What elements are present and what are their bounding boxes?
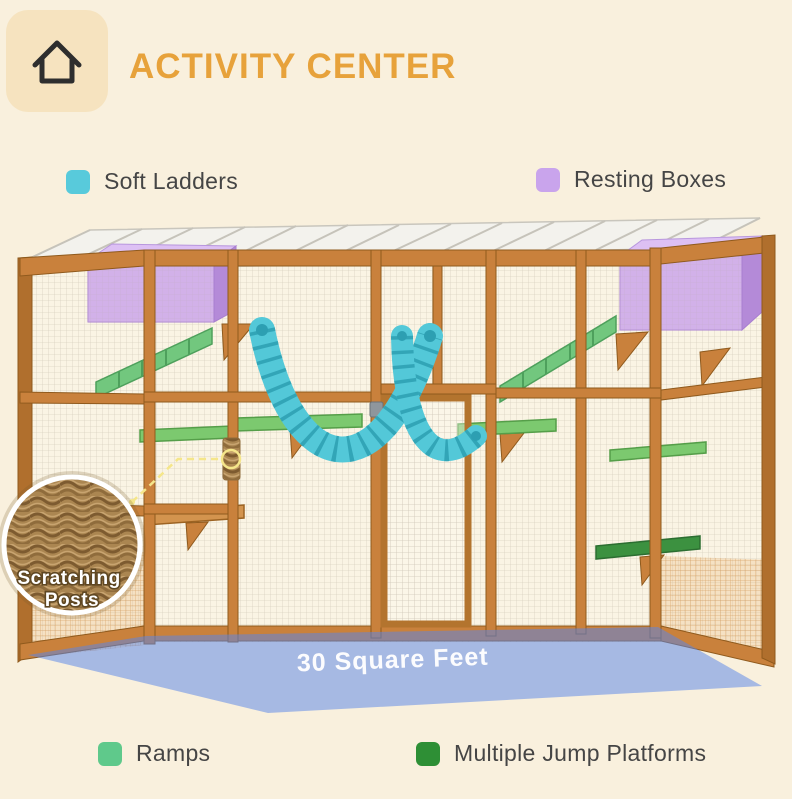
scratching-callout	[129, 448, 242, 505]
scratching-posts-label: Scratching Posts	[18, 568, 127, 611]
legend-label-soft-ladders: Soft Ladders	[104, 168, 239, 194]
home-icon	[32, 40, 82, 84]
legend-item-soft-ladders: Soft Ladders	[66, 168, 238, 195]
scratching-posts-inset: Scratching Posts	[0, 471, 146, 619]
rope-wrap	[222, 437, 241, 481]
legend-swatch-resting-boxes	[536, 167, 560, 192]
legend-swatch-soft-ladders	[66, 169, 90, 194]
floor-area: 30 Square Feet	[28, 627, 762, 713]
home-tile	[6, 10, 108, 112]
legend-item-ramps: Ramps	[98, 740, 210, 767]
soft-ladder-2	[391, 325, 487, 462]
legend-label-ramps: Ramps	[136, 740, 211, 766]
legend-swatch-jump-platforms	[416, 741, 440, 766]
page-title: ACTIVITY CENTER	[129, 47, 457, 86]
legend-swatch-ramps	[98, 741, 122, 766]
legend-label-resting-boxes: Resting Boxes	[574, 166, 727, 192]
legend-item-resting-boxes: Resting Boxes	[536, 166, 726, 193]
floor-size-label: 30 Square Feet	[296, 643, 489, 678]
legend-item-jump-platforms: Multiple Jump Platforms	[416, 740, 706, 767]
legend-label-jump-platforms: Multiple Jump Platforms	[454, 740, 707, 766]
jump-platform	[595, 535, 701, 560]
